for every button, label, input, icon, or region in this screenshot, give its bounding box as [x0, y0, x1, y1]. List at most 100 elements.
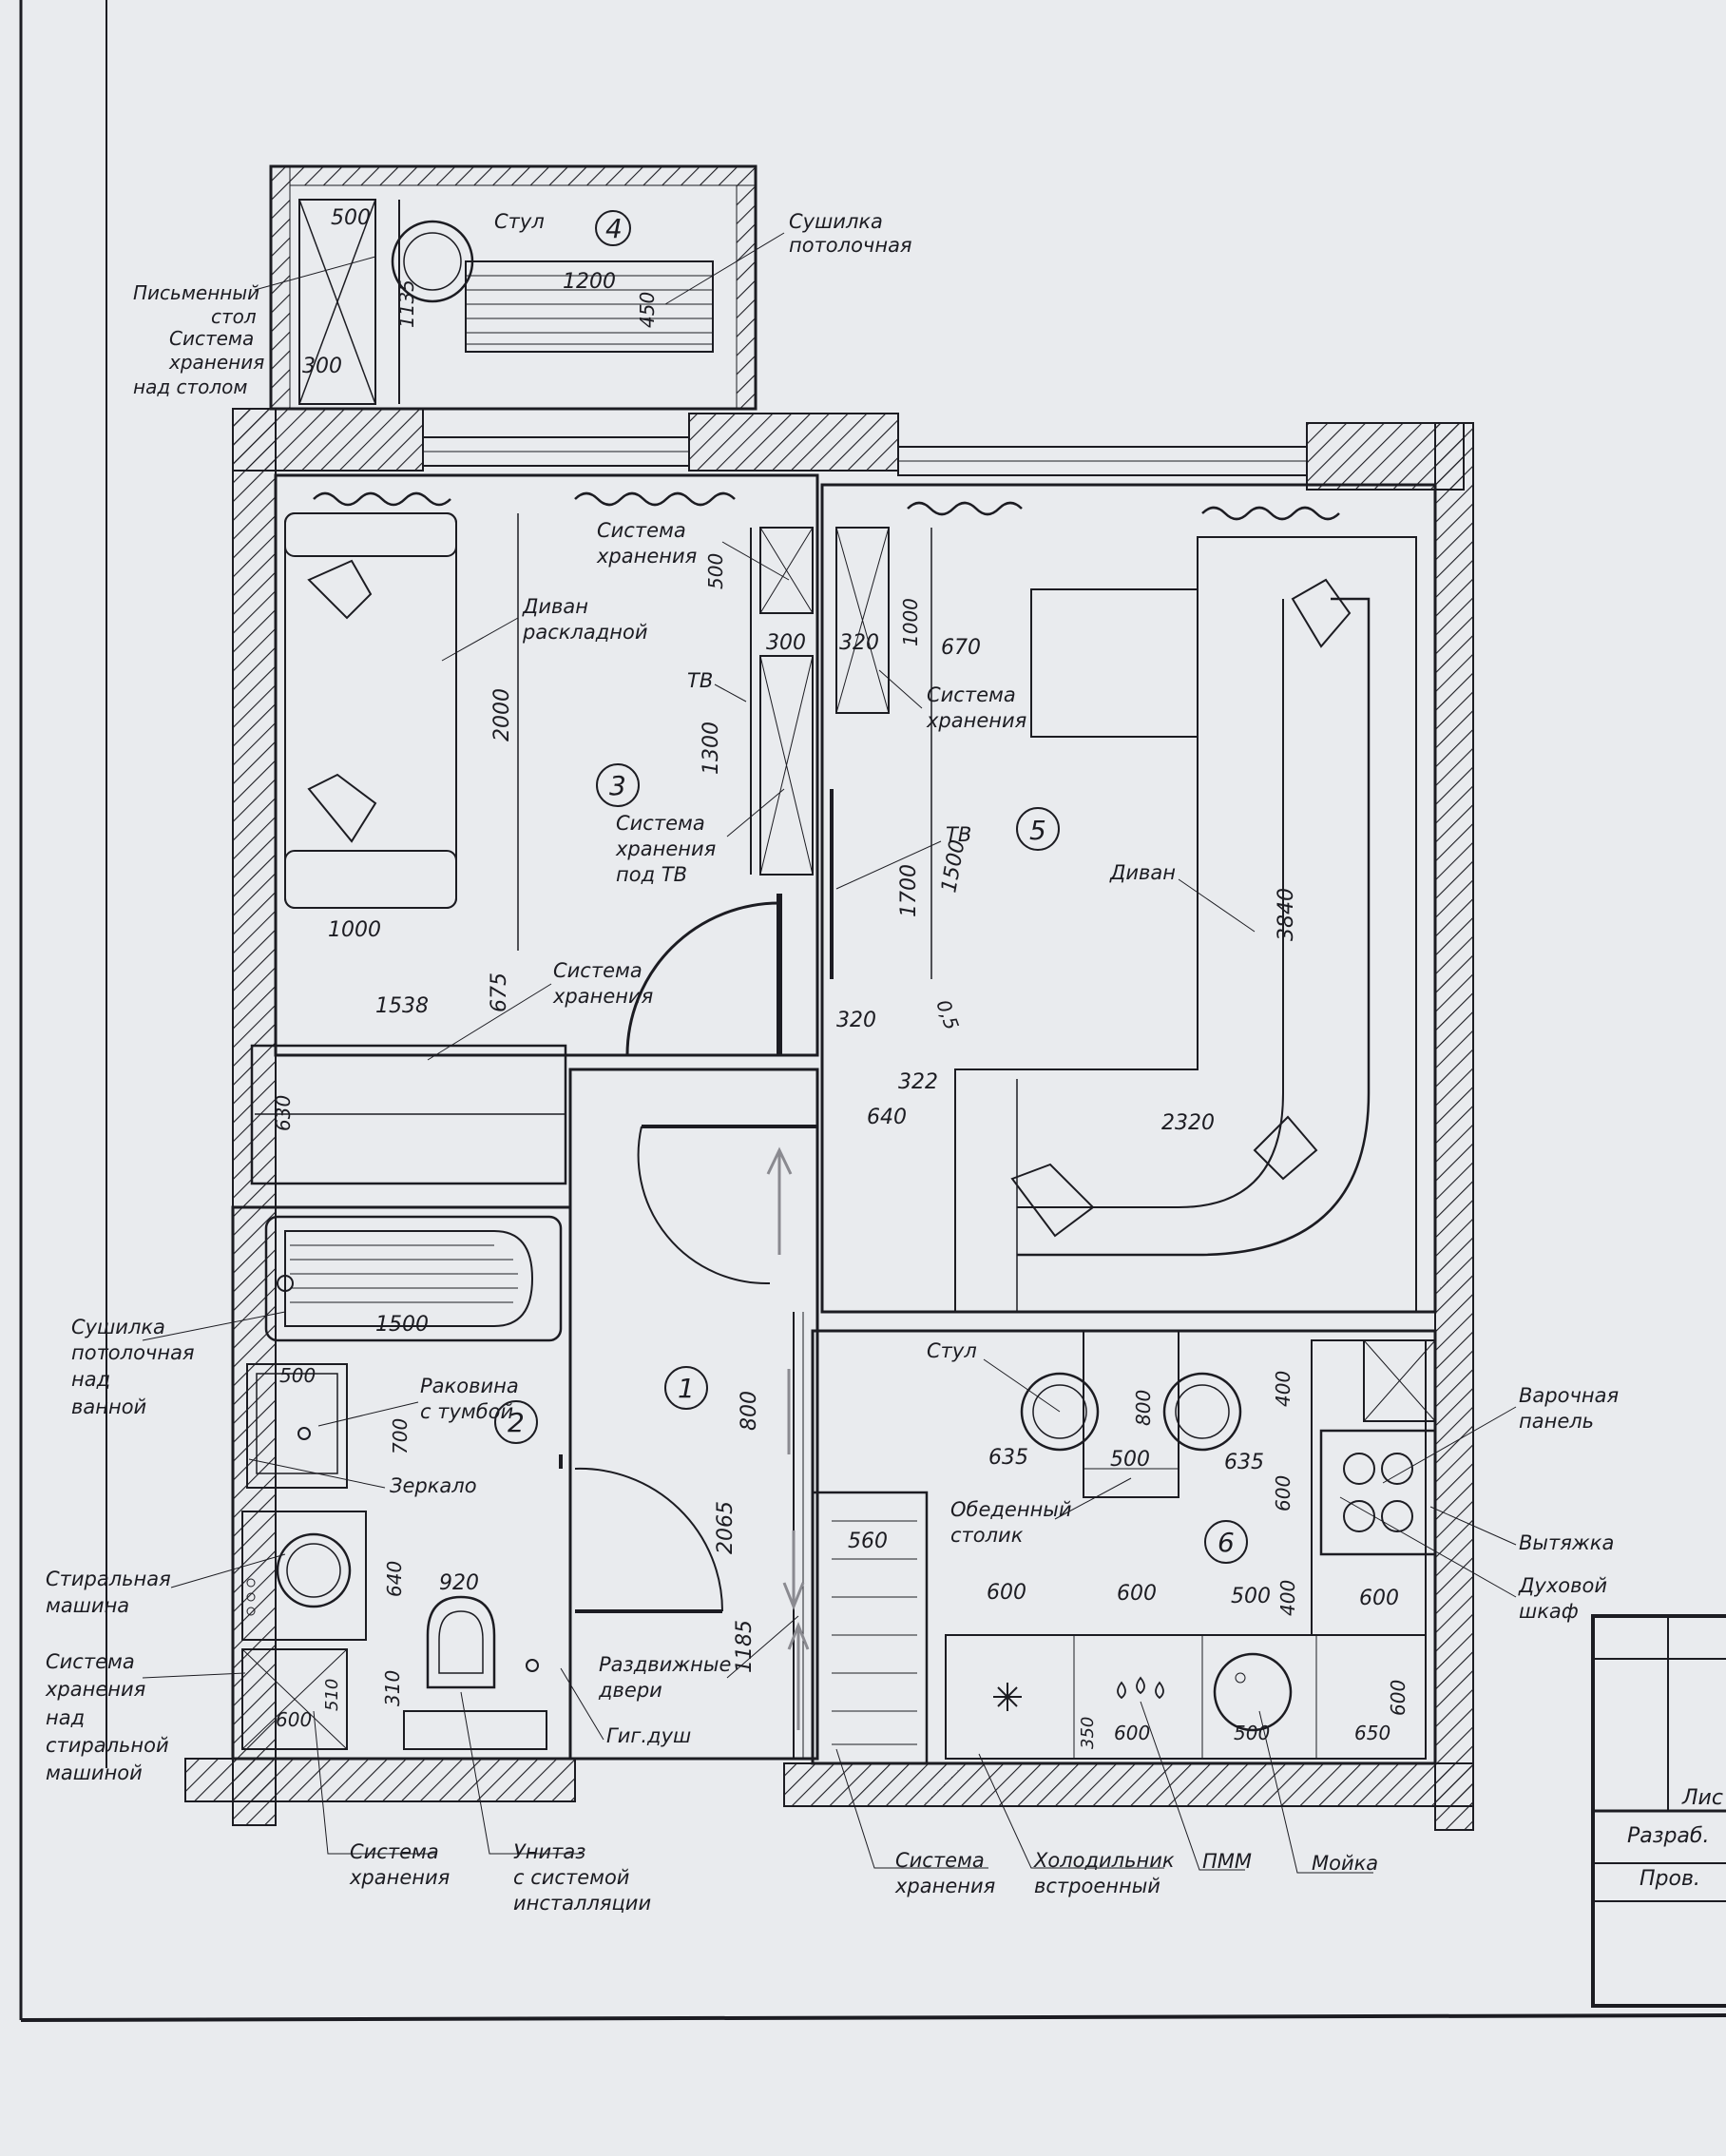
label-sliding-doors-2: двери [598, 1679, 662, 1702]
label-desk-2: стол [211, 305, 257, 328]
dim-bath-510: 510 [322, 1679, 342, 1711]
dim-r5-320b: 320 [836, 1009, 876, 1032]
label-mirror: Зеркало [390, 1474, 477, 1497]
dim-r3-300: 300 [766, 631, 806, 655]
label-washer-1: Стиральная [46, 1568, 171, 1590]
title-block: Лис Разраб. Пров. [1591, 1614, 1726, 2008]
label-hyg-shower: Гиг.душ [606, 1724, 691, 1747]
dim-k-500a: 500 [1110, 1448, 1150, 1472]
label-bath-dryer-2: потолочная [71, 1341, 195, 1364]
label-desk-1: Письменный [133, 281, 259, 304]
label-storage-over-washer-5: машиной [46, 1761, 143, 1784]
kitchen-chair-1-shape [1020, 1372, 1100, 1452]
label-desk-5: над столом [133, 375, 248, 398]
dim-r5-670: 670 [941, 636, 981, 660]
dim-hall-1185: 1185 [733, 1620, 757, 1673]
label-storage-under-tv-1: Система [616, 812, 705, 835]
room-number-3: 3 [609, 770, 626, 801]
dim-balcony-450: 450 [636, 292, 659, 328]
dim-r3-2000: 2000 [490, 688, 514, 741]
room-2-bathroom: 2 1500 500 700 640 920 310 510 600 [231, 1205, 572, 1761]
label-hob-1: Варочная [1519, 1384, 1619, 1407]
dining-table-shape [1083, 1330, 1179, 1498]
hob-shape [1319, 1429, 1437, 1556]
dim-bath-600: 600 [276, 1708, 312, 1731]
dim-bath-640: 640 [383, 1561, 406, 1597]
dim-bath-1500: 1500 [375, 1313, 429, 1337]
dim-r5-322: 322 [898, 1070, 938, 1094]
room-number-2: 2 [508, 1407, 525, 1438]
room-1-hall: 1 800 2065 1185 560 [568, 1068, 929, 1765]
outer-walls [184, 408, 1474, 1831]
dim-bath-920: 920 [439, 1571, 479, 1595]
dim-r5-320a: 320 [839, 631, 879, 655]
dim-bath-500: 500 [279, 1364, 316, 1387]
label-sofa-bed-1: Диван [522, 595, 588, 618]
label-sofa-room5: Диван [1109, 861, 1176, 884]
label-dining-table-2: столик [950, 1524, 1024, 1547]
label-sofa-bed-2: раскладной [522, 621, 647, 644]
kitchen-chair-2-shape [1162, 1372, 1242, 1452]
room-number-6: 6 [1218, 1527, 1235, 1558]
room-number-5: 5 [1029, 815, 1046, 846]
room-number-4: 4 [605, 213, 623, 244]
label-hob-2: панель [1519, 1410, 1594, 1433]
dim-hall-800: 800 [738, 1391, 761, 1431]
label-sink-cabinet-2: с тумбой [420, 1400, 513, 1423]
label-fridge-2: встроенный [1034, 1875, 1160, 1897]
dim-r3-1000: 1000 [328, 918, 381, 942]
label-storage-kitchen-2: хранения [894, 1875, 995, 1897]
dim-r3-500: 500 [704, 553, 727, 589]
storage-hall-shape [250, 1044, 567, 1185]
label-bath-dryer-4: ванной [71, 1396, 146, 1418]
dim-r5-640: 640 [867, 1106, 907, 1129]
dim-balcony-300: 300 [302, 355, 342, 378]
dim-balcony-1200: 1200 [563, 270, 616, 294]
label-washer-2: машина [46, 1594, 129, 1617]
dim-k-635b: 635 [1224, 1451, 1264, 1474]
dim-k-600f: 600 [1387, 1680, 1410, 1716]
room-5: 5 1000 670 1700 1500 320 0,5 322 640 384… [820, 483, 1437, 1314]
dim-r3-1300: 1300 [700, 722, 723, 775]
room-number-1: 1 [678, 1373, 695, 1404]
label-kitchen-chair: Стул [927, 1339, 977, 1362]
label-storage-hall-1: Система [553, 959, 642, 982]
dim-r5-1500: 1500 [937, 838, 969, 895]
label-storage-bath-2: хранения [349, 1866, 450, 1889]
dim-k-500c: 500 [1234, 1722, 1270, 1744]
label-toilet-2: с системой [513, 1866, 629, 1889]
dim-k-600d: 600 [1359, 1587, 1399, 1610]
dim-balcony-500: 500 [331, 206, 371, 230]
dim-k-635a: 635 [988, 1446, 1028, 1470]
dim-r5-1700: 1700 [897, 864, 921, 917]
dim-k-400b: 400 [1276, 1580, 1299, 1616]
dim-k-600b: 600 [1117, 1582, 1157, 1606]
label-storage-room3-1: Система [597, 519, 686, 542]
label-kitchen-sink: Мойка [1312, 1852, 1378, 1875]
bathtub-shape [264, 1215, 563, 1342]
dim-k-800: 800 [1132, 1390, 1155, 1426]
label-balcony-chair: Стул [494, 210, 545, 233]
label-desk-3: Система [169, 327, 254, 350]
label-ceiling-dryer-balcony-2: потолочная [789, 234, 912, 257]
title-sheet-label: Лис [1681, 1786, 1723, 1810]
corner-sofa-shape [954, 536, 1417, 1313]
label-storage-over-washer-1: Система [46, 1650, 135, 1673]
kitchen-sink-shape [1213, 1652, 1293, 1732]
label-storage-over-washer-2: хранения [45, 1678, 145, 1701]
label-oven-2: шкаф [1519, 1600, 1579, 1623]
dim-k-600e: 600 [1114, 1722, 1150, 1744]
label-tv-room5: ТВ [946, 823, 971, 846]
dim-r3-1538: 1538 [375, 994, 429, 1018]
dim-bath-700: 700 [389, 1418, 412, 1454]
dim-k-600c: 600 [1272, 1475, 1294, 1511]
dim-r5-05: 0,5 [931, 997, 963, 1033]
dim-r5-1000: 1000 [899, 598, 922, 646]
label-ceiling-dryer-balcony-1: Сушилка [789, 210, 883, 233]
label-tv-room3: ТВ [687, 669, 713, 692]
annotations: Сушилка потолочная Письменный стол Систе… [45, 210, 1619, 1915]
dim-r3-630: 630 [272, 1095, 295, 1131]
label-bath-dryer-3: над [71, 1368, 110, 1391]
dim-hall-2065: 2065 [714, 1501, 738, 1554]
